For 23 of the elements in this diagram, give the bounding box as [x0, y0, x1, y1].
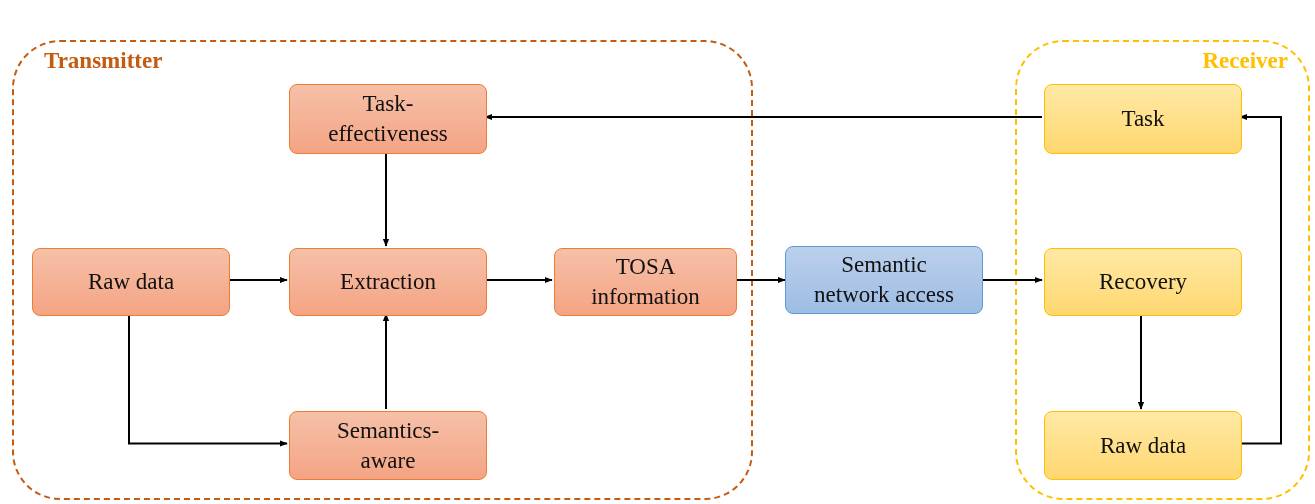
arrow — [982, 276, 1043, 284]
process-box — [1044, 84, 1242, 154]
box-label: Semantic network access — [813, 251, 955, 309]
group-title: Transmitter — [44, 48, 163, 74]
process-box — [785, 246, 983, 314]
box-label: Semantics-aware — [335, 416, 441, 475]
process-box — [32, 248, 230, 316]
box-label: TOSA information — [590, 253, 701, 311]
process-box — [1044, 248, 1242, 316]
process-box — [1044, 411, 1242, 480]
box-label: Extraction — [340, 268, 436, 297]
box-label: Raw data — [1099, 431, 1187, 460]
dashed-group-frame — [12, 40, 753, 500]
dashed-group-frame — [1015, 40, 1310, 500]
box-label: Recovery — [1098, 268, 1188, 297]
process-box — [289, 411, 487, 480]
process-box — [554, 248, 737, 316]
process-box — [289, 84, 487, 154]
process-box — [289, 248, 487, 316]
box-label: Task-effectiveness — [327, 90, 449, 148]
box-label: Raw data — [87, 268, 175, 297]
group-title: Receiver — [1202, 48, 1288, 74]
box-label: Task — [1121, 105, 1165, 134]
